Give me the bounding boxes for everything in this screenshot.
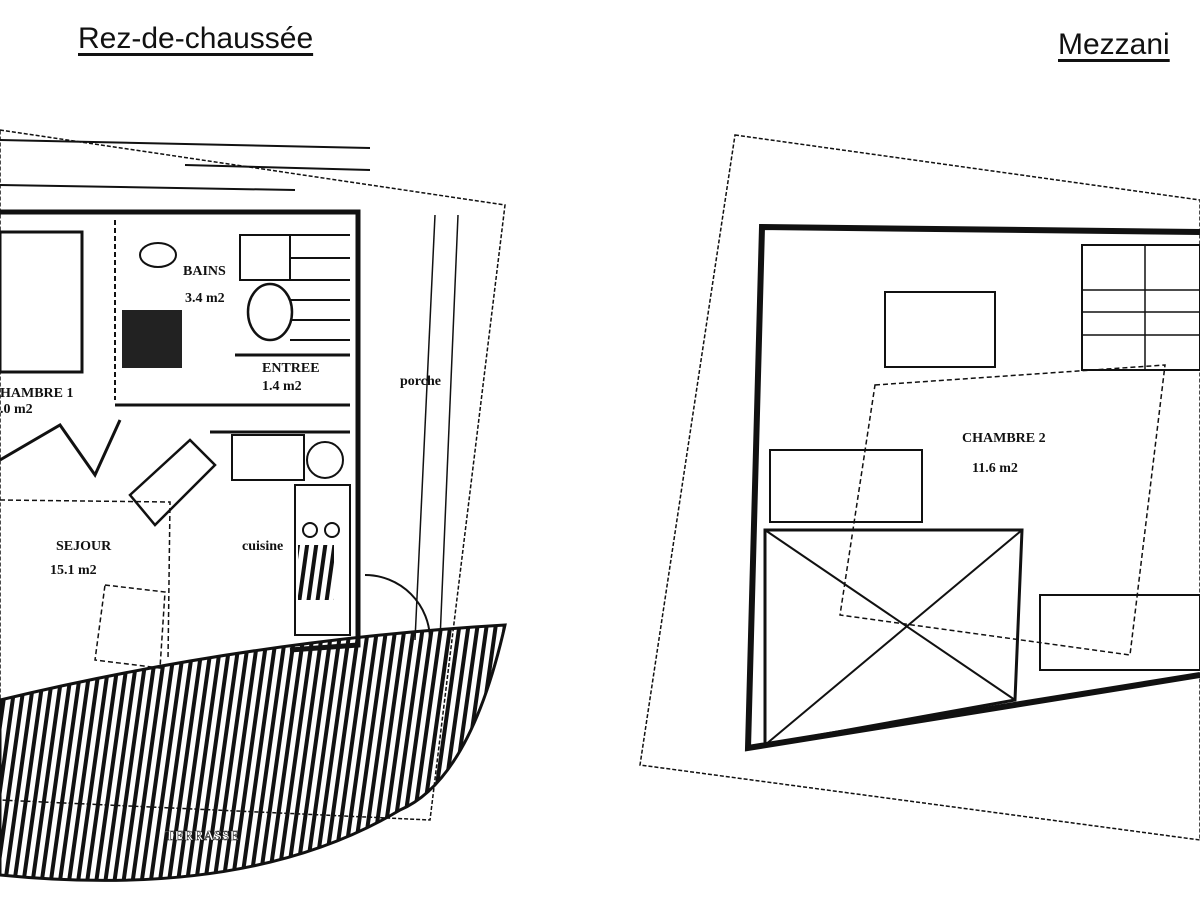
- bains-area: 3.4 m2: [185, 291, 225, 306]
- ground-floor-plan: HAMBRE 1 .0 m2 BAINS 3.4 m2 ENTREE 1.4 m…: [0, 129, 507, 882]
- mezzanine-plan: CHAMBRE 2 11.6 m2: [639, 134, 1200, 841]
- entree-label: ENTREE: [262, 361, 320, 376]
- sejour-label: SEJOUR: [56, 539, 112, 554]
- mezzanine-title: Mezzani: [1058, 28, 1170, 61]
- terrasse-label: TERRASSE: [165, 829, 239, 844]
- porche-label: porche: [400, 374, 441, 389]
- sejour-area: 15.1 m2: [50, 563, 97, 578]
- chambre2-label: CHAMBRE 2: [962, 431, 1046, 446]
- chambre1-label: HAMBRE 1: [0, 386, 74, 401]
- chambre2-area: 11.6 m2: [972, 461, 1018, 476]
- chambre1-area: .0 m2: [0, 402, 33, 417]
- ground-floor-title: Rez-de-chaussée: [78, 22, 314, 55]
- cuisine-label: cuisine: [242, 539, 283, 554]
- bains-label: BAINS: [183, 264, 226, 279]
- entree-area: 1.4 m2: [262, 379, 302, 394]
